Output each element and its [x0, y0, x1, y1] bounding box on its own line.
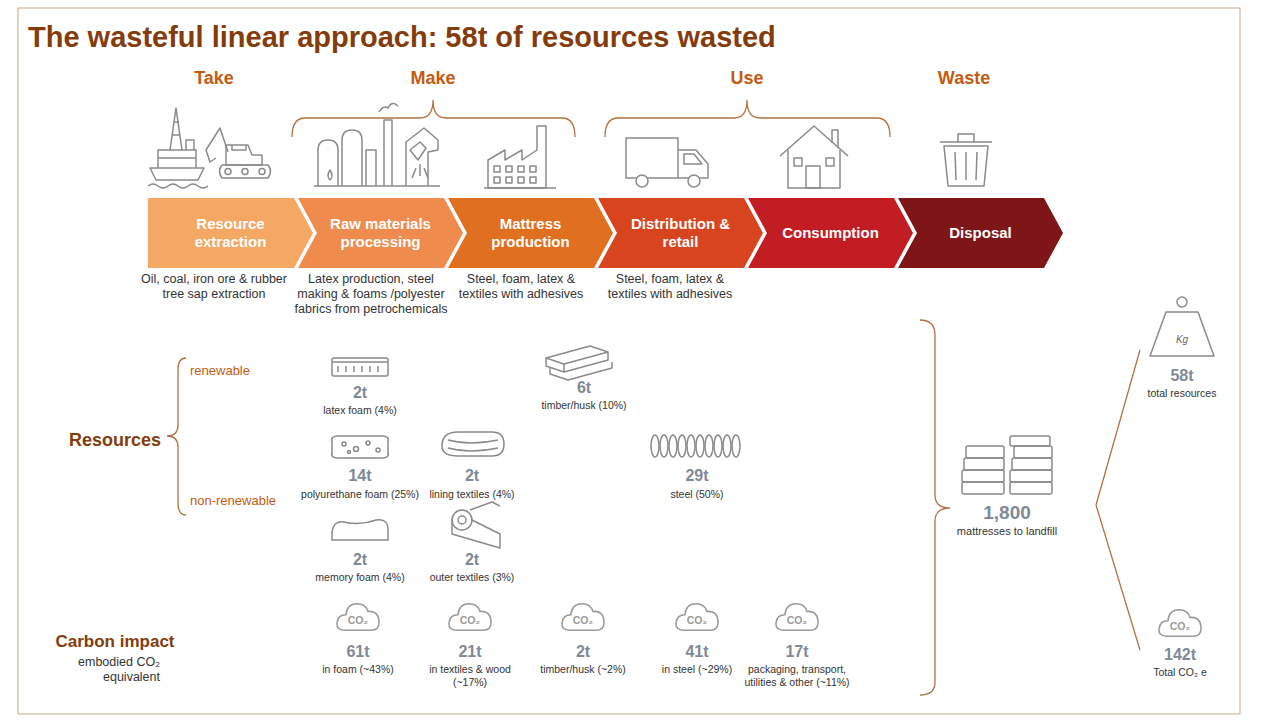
chevron-fill [898, 198, 1063, 268]
text-label: CO₂ [450, 614, 490, 627]
text-label: non-renewable [190, 493, 300, 509]
chevron-text-area: Distribution & retail [620, 198, 741, 268]
text-label: Use [687, 68, 807, 90]
text-label: in textiles & wood (~17%) [420, 663, 520, 688]
quantity-value: 14t [330, 466, 390, 485]
stage-label: Distribution & retail [620, 215, 741, 251]
text-label: Waste [904, 68, 1024, 90]
text-label: Resources [67, 430, 163, 452]
text-label: timber/husk (10%) [519, 399, 649, 412]
quantity-value: 2t [553, 642, 613, 661]
quantity-value: 2t [330, 383, 390, 402]
chevron-fill [448, 198, 613, 268]
text-label: mattresses to landfill [937, 525, 1077, 538]
title: The wasteful linear approach: 58t of res… [28, 20, 776, 55]
text-label: Make [373, 68, 493, 90]
text-label: memory foam (4%) [300, 571, 420, 584]
text-label: packaging, transport, utilities & other … [742, 663, 852, 688]
quantity-value: 29t [667, 466, 727, 485]
stage-label: Disposal [949, 224, 1012, 242]
text-label: Latex production, steel making & foams /… [289, 272, 454, 317]
text-label: Total CO₂ e [1130, 666, 1230, 679]
chevron-fill [598, 198, 763, 268]
text-label: CO₂ [1160, 620, 1200, 633]
text-label: Kg [1167, 334, 1197, 346]
quantity-value: 21t [440, 642, 500, 661]
text-label: outer textiles (3%) [417, 571, 527, 584]
process-chevron: Disposal [898, 198, 1063, 268]
stage-label: Raw materials processing [320, 215, 441, 251]
text-label: total resources [1127, 387, 1237, 400]
text-label: timber/husk (~2%) [533, 663, 633, 676]
quantity-value: 2t [442, 466, 502, 485]
process-chevron: Distribution & retail [598, 198, 763, 268]
chevron-text-area: Disposal [920, 198, 1041, 268]
text-label: Steel, foam, latex & textiles with adhes… [449, 272, 594, 302]
stage-label: Mattress production [470, 215, 591, 251]
chevron-text-area: Raw materials processing [320, 198, 441, 268]
process-chevron: Raw materials processing [298, 198, 463, 268]
chevron-fill [148, 198, 313, 268]
process-chevron: Resource extraction [148, 198, 313, 268]
text-label: renewable [190, 363, 290, 379]
stage-label: Resource extraction [170, 215, 291, 251]
chevron-fill [298, 198, 463, 268]
quantity-value: 2t [442, 550, 502, 569]
text-label: embodied CO₂ equivalent [50, 655, 160, 685]
text-label: Steel, foam, latex & textiles with adhes… [598, 272, 743, 302]
text-label: in steel (~29%) [647, 663, 747, 676]
text-label: steel (50%) [642, 488, 752, 501]
text-label: polyurethane foam (25%) [290, 488, 430, 501]
text-label: lining textiles (4%) [417, 488, 527, 501]
chevron-text-area: Resource extraction [170, 198, 291, 268]
text-label: CO₂ [563, 614, 603, 627]
chevron-text-area: Mattress production [470, 198, 591, 268]
text-label: latex foam (4%) [300, 404, 420, 417]
quantity-value: 58t [1147, 366, 1217, 385]
quantity-value: 41t [667, 642, 727, 661]
chevron-text-area: Consumption [770, 198, 891, 268]
stage-label: Consumption [782, 224, 879, 242]
text-label: Carbon impact [45, 632, 185, 652]
process-chevron: Consumption [748, 198, 913, 268]
process-chevron: Mattress production [448, 198, 613, 268]
quantity-value: 1,800 [962, 502, 1052, 525]
text-label: in foam (~43%) [308, 663, 408, 676]
text-label: Oil, coal, iron ore & rubber tree sap ex… [139, 272, 289, 302]
quantity-value: 61t [328, 642, 388, 661]
quantity-value: 6t [554, 378, 614, 397]
text-label: Take [154, 68, 274, 90]
text-label: CO₂ [777, 614, 817, 627]
text-label: CO₂ [677, 614, 717, 627]
chevron-fill [748, 198, 913, 268]
quantity-value: 2t [330, 550, 390, 569]
text-label: CO₂ [338, 614, 378, 627]
quantity-value: 142t [1145, 645, 1215, 664]
quantity-value: 17t [767, 642, 827, 661]
